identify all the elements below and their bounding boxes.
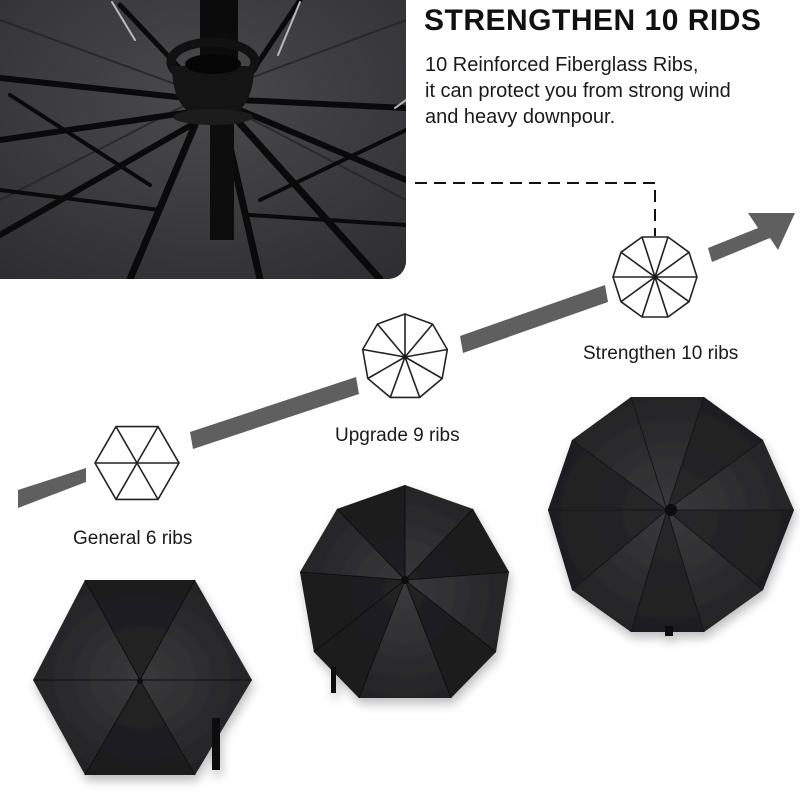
stage-label-10-ribs: Strengthen 10 ribs <box>583 343 739 364</box>
decagon-10-ribs-icon <box>612 236 698 318</box>
dashed-connector-line <box>415 182 656 236</box>
feature-description: 10 Reinforced Fiberglass Ribs, it can pr… <box>425 52 731 130</box>
nonagon-9-ribs-icon <box>361 313 449 399</box>
hexagon-6-ribs-icon <box>94 425 180 501</box>
description-line-2: it can protect you from strong wind <box>425 80 731 102</box>
stage-label-6-ribs: General 6 ribs <box>73 528 193 549</box>
9-rib-umbrella-photo <box>299 485 510 699</box>
description-line-1: 10 Reinforced Fiberglass Ribs, <box>425 54 699 76</box>
stage-label-9-ribs: Upgrade 9 ribs <box>335 425 460 446</box>
10-rib-umbrella-photo <box>548 396 794 636</box>
umbrella-frame-closeup-photo <box>0 0 406 279</box>
6-rib-umbrella-photo <box>33 579 252 776</box>
headline-title: STRENGTHEN 10 RIDS <box>424 4 762 37</box>
description-line-3: and heavy downpour. <box>425 106 616 128</box>
